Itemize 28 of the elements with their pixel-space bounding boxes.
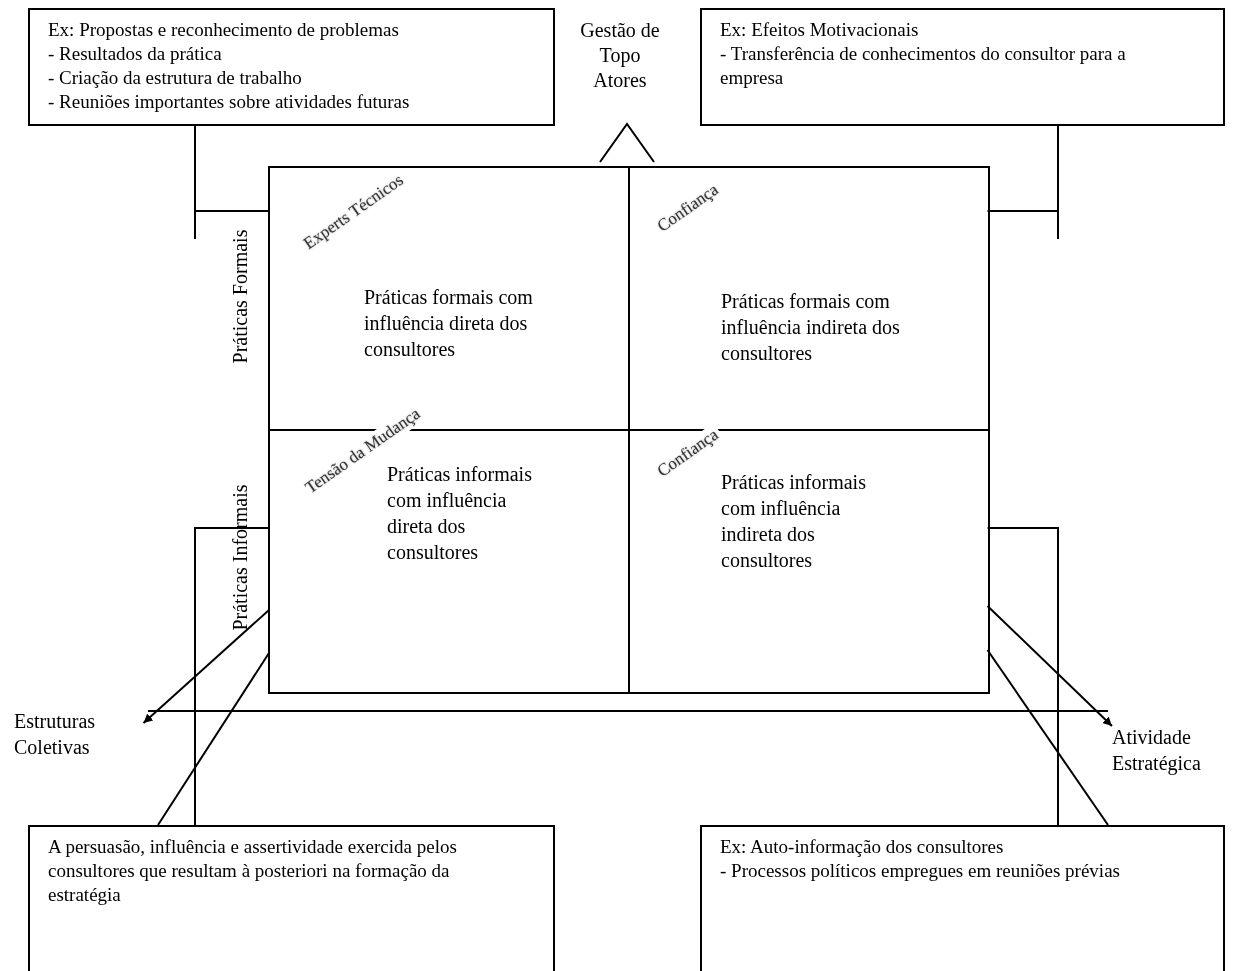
box-text: - Reuniões importantes sobre atividades futuras: [48, 90, 411, 114]
text-box: [28, 825, 555, 971]
connector-line: [986, 649, 1109, 826]
connector-line: [157, 652, 270, 826]
quadrant-box: [629, 167, 989, 430]
arrow: [142, 609, 270, 724]
quadrant-text: Práticas formais com influência indireta dos consultores: [721, 289, 901, 366]
side-label: Práticas Formais: [227, 228, 252, 366]
box-text: - Processos políticos empregues em reuniões prévias: [720, 859, 1121, 883]
box-text: Ex: Auto-informação dos consultores: [720, 835, 1005, 859]
text-box: [700, 825, 1225, 971]
heading-label: Gestão de Topo Atores: [580, 18, 660, 93]
arrow: [986, 605, 1113, 727]
side-label: Práticas Informais: [227, 483, 252, 633]
text-box: [28, 8, 555, 126]
end-label: Estruturas Coletivas: [14, 708, 145, 760]
text-box: [700, 8, 1225, 126]
box-text: - Resultados da prática: [48, 42, 223, 66]
box-text: - Criação da estrutura de trabalho: [48, 66, 303, 90]
box-text: - Transferência de conhecimentos do consultor para a empresa: [720, 42, 1127, 90]
matrix-frame: [268, 166, 990, 694]
box-text: A persuasão, influência e assertividade exercida pelos consultores que resultam à posteriori na formação da estratégia: [48, 835, 458, 907]
connector-line: [194, 527, 270, 826]
box-text: Ex: Efeitos Motivacionais: [720, 18, 920, 42]
connector-line: [194, 125, 270, 240]
quadrant-text: Práticas formais com influência direta dos consultores: [364, 285, 534, 362]
end-label: Atividade Estratégica: [1112, 724, 1242, 776]
box-text: Ex: Propostas e reconhecimento de problemas: [48, 18, 400, 42]
